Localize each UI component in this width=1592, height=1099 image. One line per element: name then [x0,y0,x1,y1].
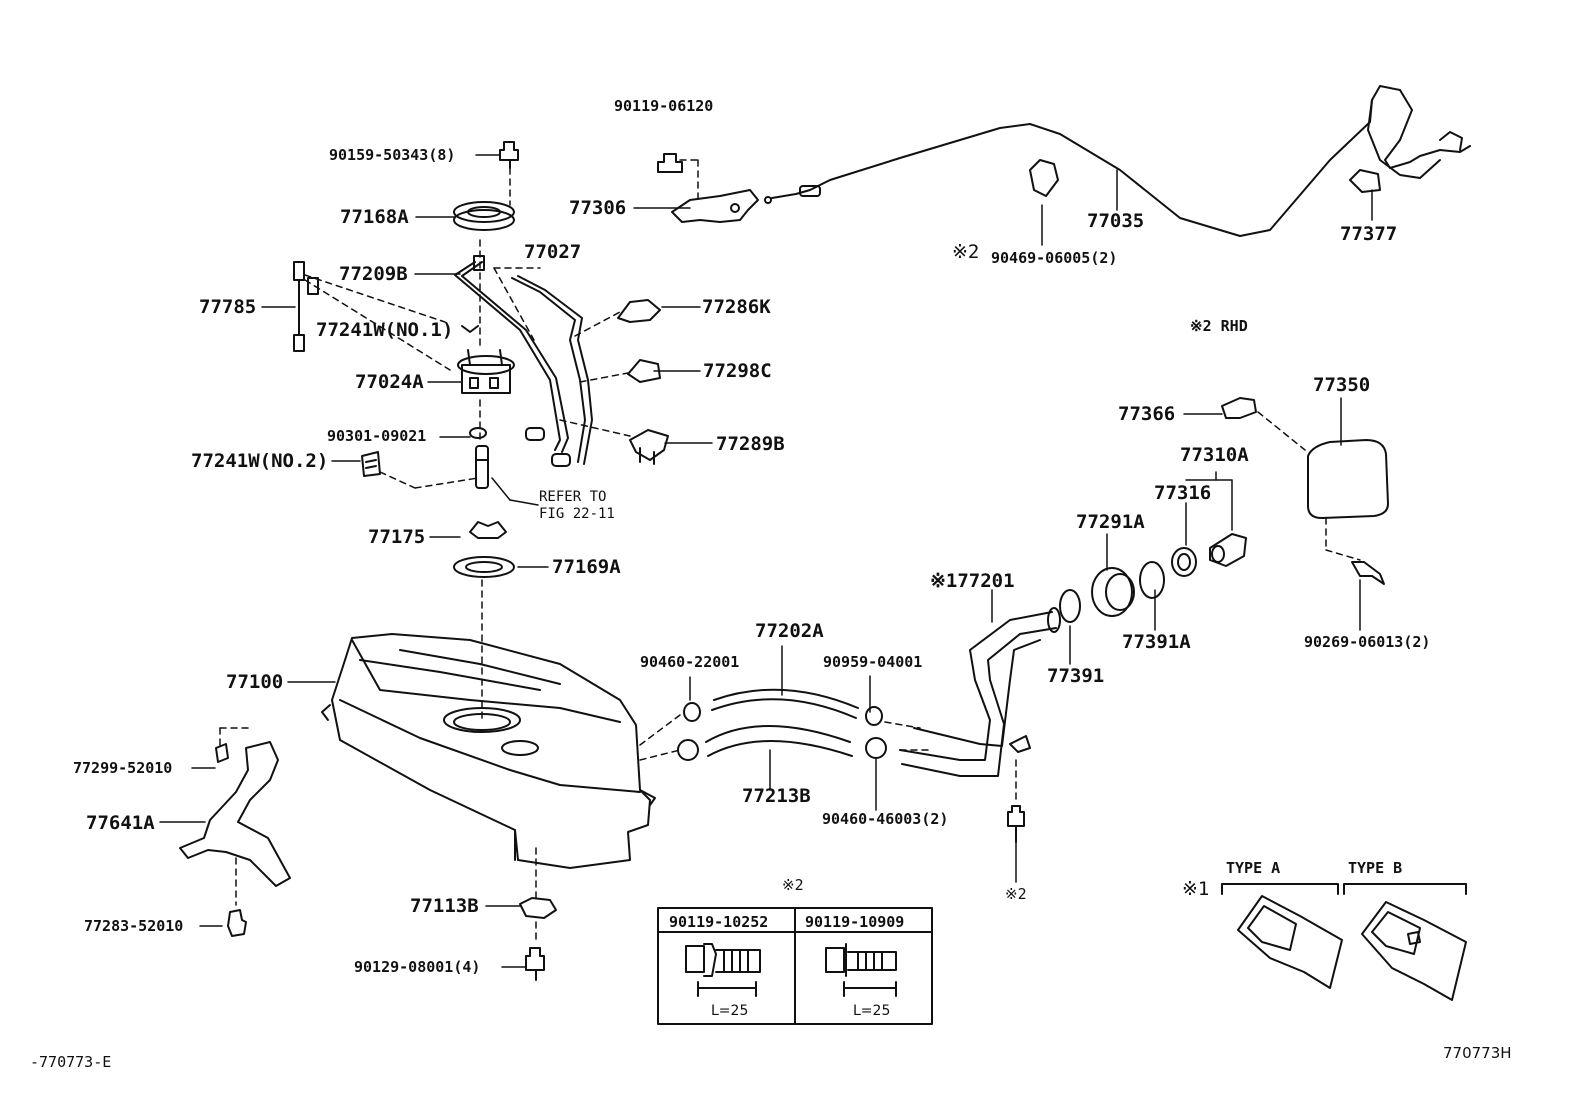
part-label-77391: 77391 [1047,665,1105,687]
part-label-77306: 77306 [569,197,627,219]
inset-note-mark: ※2 [782,876,804,894]
part-label-90469-06005: 90469-06005(2) [991,249,1118,267]
refer-note-line2: FIG 22-11 [539,506,615,522]
part-label-77785: 77785 [199,296,257,318]
type-b-label: TYPE B [1348,859,1403,877]
part-label-77241W-no1: 77241W(NO.1) [316,319,454,341]
type-a-label: TYPE A [1226,859,1281,877]
part-label-77175: 77175 [368,526,426,548]
bracket-77306 [657,153,759,223]
part-label-77316: 77316 [1154,482,1212,504]
part-label-77113B: 77113B [410,895,479,917]
footer-right-code: 770773H [1443,1044,1512,1062]
part-label-77291A: 77291A [1076,511,1145,533]
part-label-77366: 77366 [1118,403,1176,425]
part-label-77350: 77350 [1313,374,1371,396]
assembly-dashes [219,159,1361,945]
part-label-77289B: 77289B [716,433,785,455]
fuel-lid-77350 [1221,397,1389,585]
part-label-77286K: 77286K [702,296,771,318]
part-label-77168A: 77168A [340,206,409,228]
part-label-77209B: 77209B [339,263,408,285]
filler-pipe-77201 [899,607,1061,843]
note2-rhd: ※2 RHD [1190,317,1248,335]
inset-col2-part: 90119-10909 [805,913,905,931]
part-label-77377: 77377 [1340,223,1398,245]
type-brackets [1221,883,1467,1001]
fuel-pipes [454,255,593,467]
part-label-77641A: 77641A [86,812,155,834]
part-label-77100: 77100 [226,671,284,693]
part-label-77213B: 77213B [742,785,811,807]
part-label-77283-52010: 77283-52010 [84,917,184,935]
part-label-77202A: 77202A [755,620,824,642]
protector-77641A [179,741,291,937]
opener-cable-77035 [764,85,1471,237]
part-label-77310A: 77310A [1180,444,1249,466]
part-label-77169A: 77169A [552,556,621,578]
inset-col1-length: L=25 [711,1003,749,1019]
inset-table [657,907,933,1025]
clips-right-of-pump [617,299,669,465]
part-label-90119-06120: 90119-06120 [614,97,714,115]
part-label-77024A: 77024A [355,371,424,393]
part-label-90159-50343: 90159-50343(8) [329,146,456,164]
note2-mark-clip: ※2 [952,241,980,263]
part-label-77201: ※177201 [930,570,1015,592]
fuel-pump-assembly [293,141,519,578]
part-label-77035: 77035 [1087,210,1145,232]
bracket-77113B [519,897,557,981]
leader-lines [159,154,1373,968]
note1-mark: ※1 [1182,878,1210,900]
part-label-90269-06013: 90269-06013(2) [1304,633,1431,651]
hoses [677,688,887,761]
part-label-77298C: 77298C [703,360,772,382]
filler-neck-parts [1059,533,1247,623]
part-label-90129-08001: 90129-08001(4) [354,958,481,976]
part-label-77241W-no2: 77241W(NO.2) [191,450,329,472]
part-label-90460-46003: 90460-46003(2) [822,810,949,828]
part-label-77027: 77027 [524,241,582,263]
footer-left-code: -770773-E [30,1053,112,1071]
inset-col1-part: 90119-10252 [669,913,769,931]
part-label-90959-04001: 90959-04001 [823,653,923,671]
note2-mark-bolt: ※2 [1005,885,1027,903]
fuel-tank-77100 [321,633,656,869]
inset-col2-length: L=25 [853,1003,891,1019]
part-label-77299-52010: 77299-52010 [73,759,173,777]
part-label-90301-09021: 90301-09021 [327,427,427,445]
refer-note-line1: REFER TO [539,489,607,505]
part-label-77391A: 77391A [1122,631,1191,653]
part-label-90460-22001: 90460-22001 [640,653,740,671]
